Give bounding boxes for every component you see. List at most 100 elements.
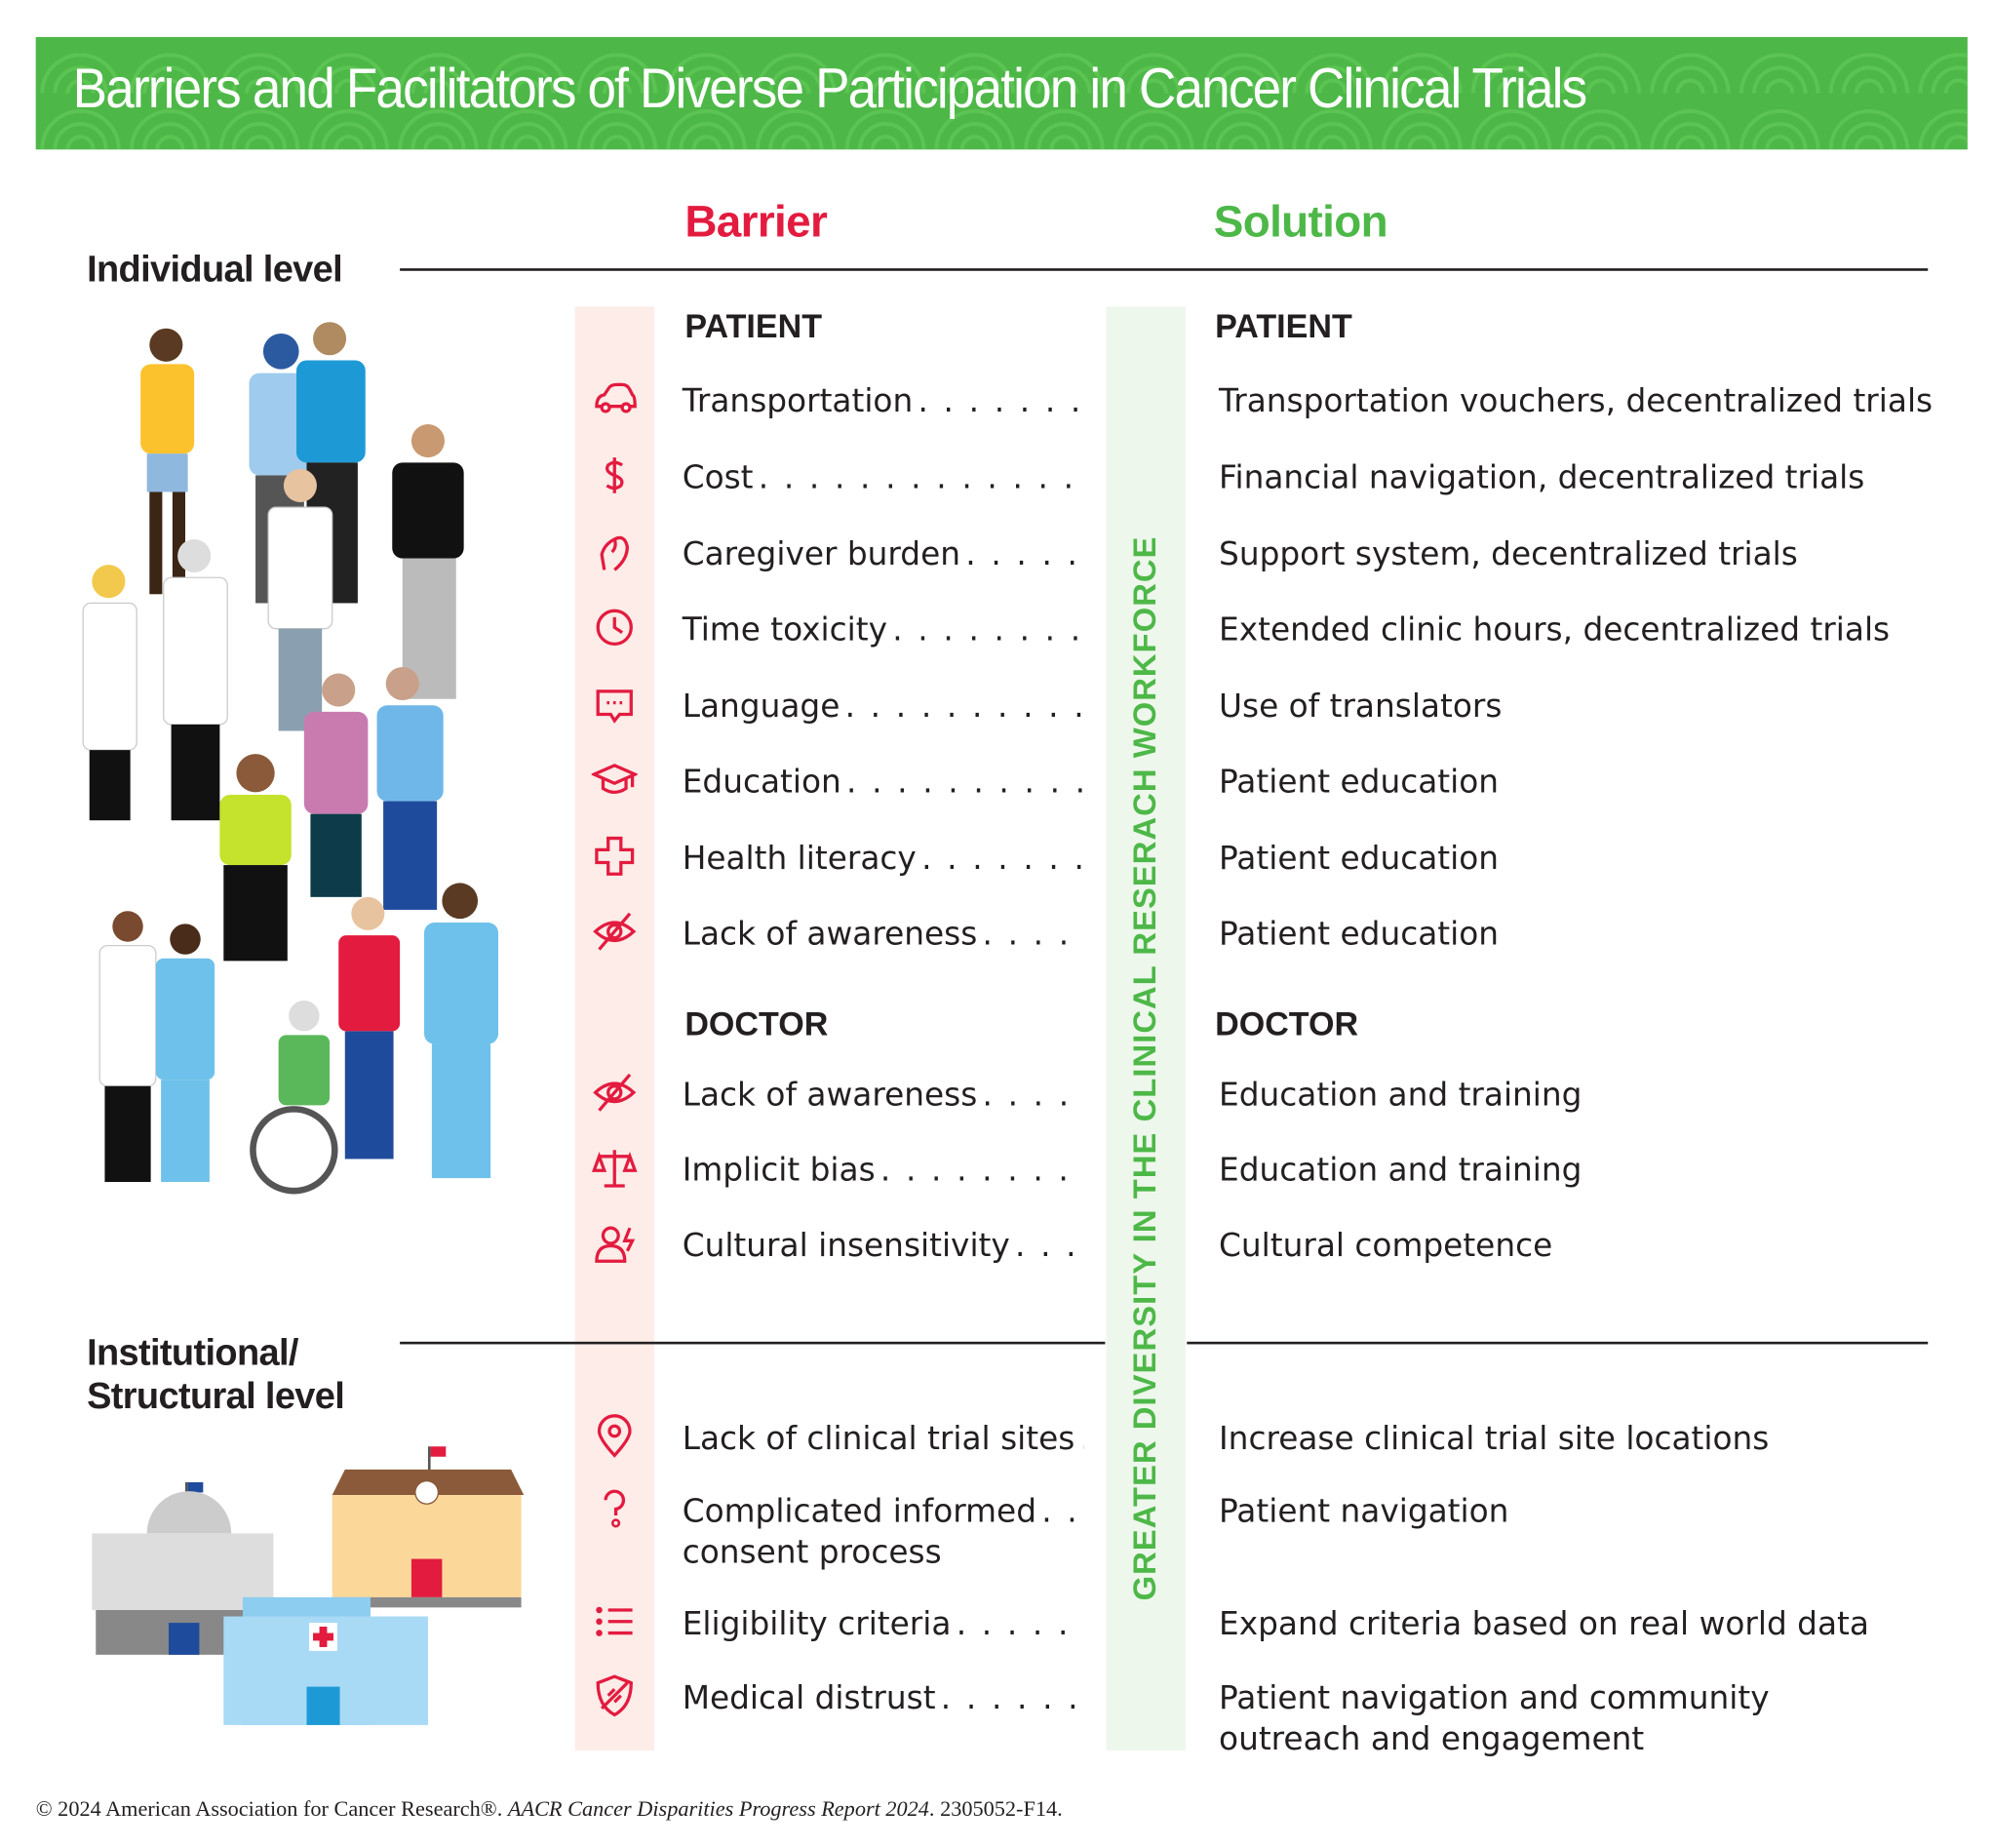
solution-text: Use of translators [1219,687,1503,725]
solution-item: Cultural competence [1219,1226,1552,1267]
solution-item: Expand criteria based on real world data [1219,1603,1869,1644]
level-line-2: Structural level [87,1376,345,1418]
solution-header: Solution [1213,196,1388,247]
report-title: AACR Cancer Disparities Progress Report … [507,1796,929,1822]
patient-heading: PATIENT [684,306,823,345]
medical-cross-icon [592,833,638,879]
person [82,565,137,821]
barrier-item: Transportation [683,380,1083,421]
school-building [332,1446,525,1608]
barrier-item: Time toxicity [683,609,1083,650]
barrier-item: Cost [683,457,1083,498]
leader-dots [1080,1418,1084,1459]
barrier-text-line-2: consent process [682,1533,942,1571]
eye-slash-icon [592,909,638,955]
leader-dots [983,914,1084,955]
solution-item: Increase clinical trial site locations [1219,1418,1769,1459]
footer-citation: © 2024 American Association for Cancer R… [36,1796,1063,1822]
scales-icon [591,1145,638,1191]
person-alert-icon [592,1220,638,1266]
solution-band [1106,306,1186,1751]
barrier-text: Lack of clinical trial sites [682,1419,1075,1457]
solution-text: Support system, decentralized trials [1219,535,1798,573]
solution-text-line-2: outreach and engagement [1219,1719,1645,1757]
barrier-item: Lack of awareness [683,914,1083,955]
barrier-item: Complicated informedconsent process [683,1491,1083,1573]
barrier-item: Cultural insensitivity [683,1226,1083,1267]
shield-slash-icon [592,1672,638,1718]
barrier-item: Lack of clinical trial sites [683,1418,1083,1459]
graduation-cap-icon [590,757,640,803]
leader-dots [1015,1226,1083,1267]
barrier-text: Language [682,687,840,725]
hand-heart-icon [592,529,638,574]
solution-text: Education and training [1219,1151,1583,1189]
person [424,883,499,1179]
barrier-text: Cost [682,458,754,496]
solution-text: Patient education [1219,839,1500,877]
individual-level-label: Individual level [87,249,343,291]
barrier-item: Health literacy [683,839,1083,880]
barrier-text: Medical distrust [682,1678,936,1716]
divider [400,1341,1106,1345]
leader-dots [918,380,1083,421]
person [163,538,228,821]
doctor-heading: DOCTOR [684,1003,829,1043]
doctor-heading: DOCTOR [1215,1003,1359,1043]
solution-item: Extended clinic hours, decentralized tri… [1219,609,1890,650]
solution-item: Financial navigation, decentralized tria… [1219,457,1864,498]
solution-item: Support system, decentralized trials [1219,534,1798,575]
solution-text: Patient education [1219,915,1500,953]
car-icon [592,375,638,421]
clock-icon [592,605,638,650]
barrier-item: Implicit bias [683,1150,1083,1191]
divider [1187,1341,1929,1345]
person [155,924,215,1183]
person [267,468,333,731]
person [140,328,195,595]
solution-text: Expand criteria based on real world data [1219,1604,1869,1642]
leader-dots [1041,1491,1083,1532]
page-title: Barriers and Facilitators of Diverse Par… [72,57,1587,121]
solution-text: Financial navigation, decentralized tria… [1219,458,1865,496]
solution-item: Transportation vouchers, decentralized t… [1219,380,1933,421]
leader-dots [983,1075,1084,1116]
solution-item: Patient education [1219,839,1499,880]
solution-text: Extended clinic hours, decentralized tri… [1219,610,1891,649]
barrier-text: Education [682,763,841,801]
wheelchair [250,1000,338,1195]
hospital-building [223,1596,428,1725]
barrier-text: Implicit bias [682,1151,876,1189]
solution-text: Increase clinical trial site locations [1219,1419,1770,1457]
barrier-text: Health literacy [682,839,917,877]
copyright: © 2024 American Association for Cancer R… [35,1796,508,1822]
institutional-level-label: Institutional/Structural level [87,1331,345,1418]
barrier-item: Caregiver burden [683,534,1083,575]
barrier-item: Language [683,687,1083,727]
leader-dots [892,609,1083,650]
barrier-item: Eligibility criteria [683,1603,1083,1644]
leader-dots [941,1677,1083,1718]
barrier-item: Medical distrust [683,1677,1083,1718]
leader-dots [880,1150,1083,1191]
barrier-text: Lack of awareness [682,915,978,953]
barrier-text: Lack of awareness [682,1076,978,1114]
barrier-band [574,306,654,1751]
divider [400,268,1929,271]
person [338,896,401,1160]
person [219,754,292,962]
solution-item: Patient education [1219,914,1499,955]
people-illustration [82,322,499,1195]
person [98,911,157,1183]
solution-item: Patient education [1219,762,1499,803]
patient-heading: PATIENT [1215,306,1352,345]
barrier-header: Barrier [684,196,828,247]
level-line-1: Institutional/ [87,1332,298,1374]
solution-text: Education and training [1219,1076,1583,1114]
buildings-illustration [92,1446,525,1725]
solution-item: Education and training [1219,1075,1582,1116]
barrier-text: Eligibility criteria [682,1604,952,1642]
barrier-text: Time toxicity [682,610,888,649]
solution-text: Cultural competence [1219,1226,1553,1264]
chat-icon [592,681,638,727]
